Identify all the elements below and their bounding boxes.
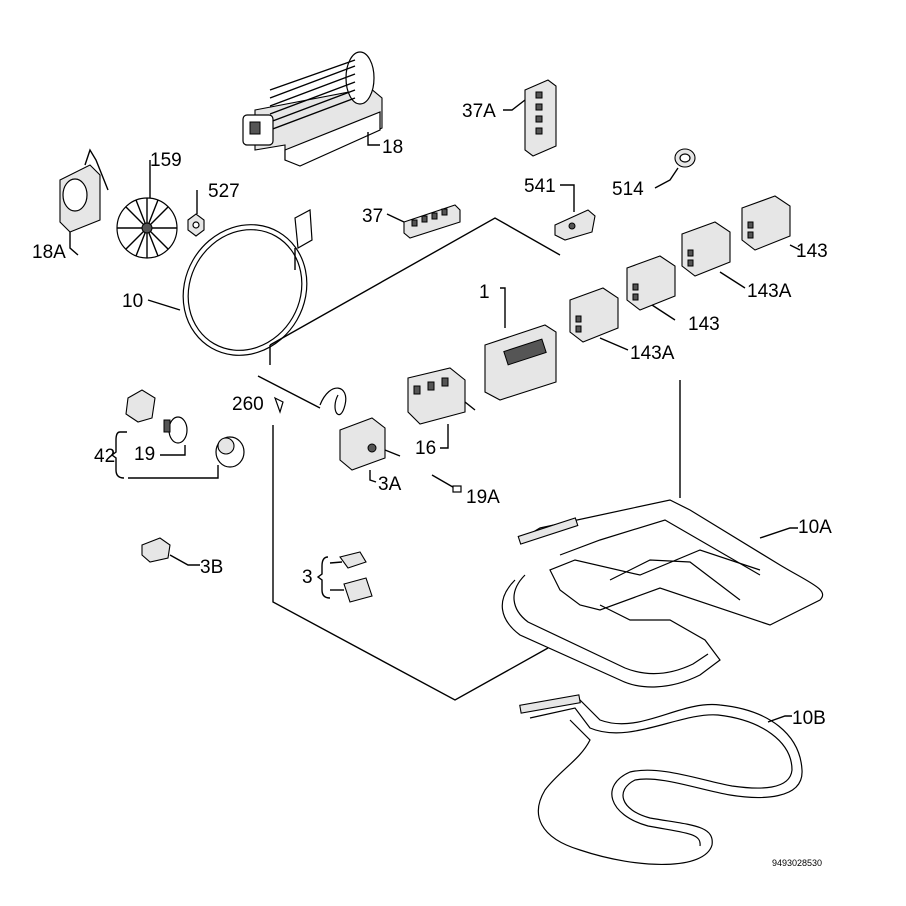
label-3: 3	[302, 567, 313, 588]
selector-switch-16	[407, 367, 476, 449]
label-42: 42	[94, 446, 115, 467]
thermostat-parts-3	[316, 551, 373, 603]
label-159: 159	[150, 150, 182, 171]
label-19: 19	[134, 444, 155, 465]
label-10b: 10B	[792, 708, 826, 729]
label-527: 527	[208, 181, 240, 202]
thermostat-3b	[141, 537, 200, 566]
grill-element-10a	[501, 499, 824, 688]
label-143-top: 143	[796, 241, 828, 262]
bracket-541	[554, 184, 596, 241]
terminal-block-37a	[503, 79, 557, 157]
label-37: 37	[362, 206, 383, 227]
label-18: 18	[382, 137, 403, 158]
nut-527	[187, 190, 205, 237]
circular-element-10	[147, 209, 313, 356]
probe-260	[257, 375, 321, 414]
tangential-fan-part	[242, 51, 383, 167]
label-541: 541	[524, 176, 556, 197]
label-3a: 3A	[378, 474, 402, 495]
drawing-number: 9493028530	[772, 858, 822, 868]
thermostat-3a	[319, 387, 401, 483]
terminal-strip-37	[386, 204, 461, 239]
part-labels: 18 37A 159 527 541 514 18A 37 143 143A 1…	[32, 101, 832, 868]
label-260: 260	[232, 394, 264, 415]
oven-outline	[269, 217, 681, 701]
label-10: 10	[122, 291, 143, 312]
label-143a-top: 143A	[747, 281, 792, 302]
label-18a: 18A	[32, 242, 66, 263]
label-16: 16	[415, 438, 436, 459]
fan-impeller-159	[116, 160, 178, 259]
label-10a: 10A	[798, 517, 832, 538]
switch-143-mid	[626, 255, 676, 321]
lamp-assembly-42	[110, 389, 245, 479]
connector-19a	[431, 474, 462, 493]
switch-143-top	[741, 195, 801, 251]
switch-143a-top	[681, 221, 746, 289]
label-1: 1	[479, 282, 490, 303]
label-143a-mid: 143A	[630, 343, 675, 364]
label-514: 514	[612, 179, 644, 200]
grommet-514	[654, 148, 696, 189]
switch-143a-mid	[569, 287, 629, 351]
label-143-mid: 143	[688, 314, 720, 335]
motor-18a	[59, 148, 109, 256]
bottom-element-10b	[519, 694, 803, 866]
label-19a: 19A	[466, 487, 500, 508]
label-3b: 3B	[200, 557, 223, 578]
electronic-timer-1	[484, 287, 557, 401]
label-37a: 37A	[462, 101, 496, 122]
